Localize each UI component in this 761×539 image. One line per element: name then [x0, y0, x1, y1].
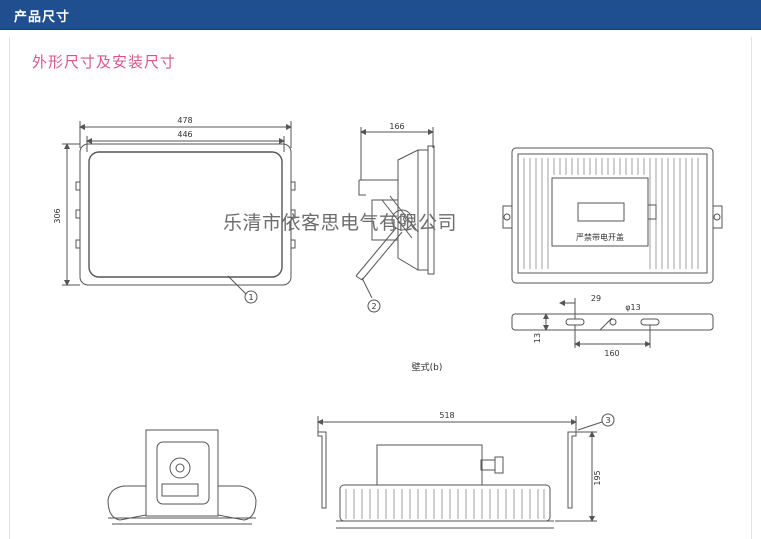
side-dim-depth-label: 166 — [389, 122, 404, 131]
company-watermark: 乐清市依客思电气有限公司 — [223, 212, 458, 234]
bottom-dim-height-label: 195 — [593, 470, 602, 485]
front-callout-label: 1 — [248, 293, 253, 302]
bottom-front-view — [107, 429, 257, 525]
front-view — [62, 121, 296, 304]
back-view — [502, 147, 723, 284]
bracket-dim-29-label: 29 — [591, 294, 601, 303]
bracket-dim-160-label: 160 — [604, 349, 619, 358]
view-caption: 壁式(b) — [412, 361, 443, 373]
side-view — [355, 127, 435, 313]
front-dim-inner-label: 446 — [177, 130, 192, 139]
front-dim-outer-label: 478 — [177, 116, 192, 125]
front-dim-height-label: 306 — [53, 208, 62, 223]
back-plate-label: 严禁带电开盖 — [576, 232, 624, 242]
content-panel: 外形尺寸及安装尺寸 — [9, 37, 752, 539]
bottom-side-view — [317, 413, 615, 529]
side-callout-label: 2 — [371, 302, 376, 311]
section-title: 外形尺寸及安装尺寸 — [32, 53, 177, 71]
header-bar: 产品尺寸 — [0, 0, 761, 30]
bottom-callout-label: 3 — [605, 416, 610, 425]
bracket-dim-13-label: 13 — [533, 333, 542, 343]
bracket-view — [511, 298, 714, 348]
header-title: 产品尺寸 — [14, 10, 71, 25]
bracket-dim-dia-label: φ13 — [625, 303, 640, 312]
bottom-dim-length-label: 518 — [439, 411, 454, 420]
